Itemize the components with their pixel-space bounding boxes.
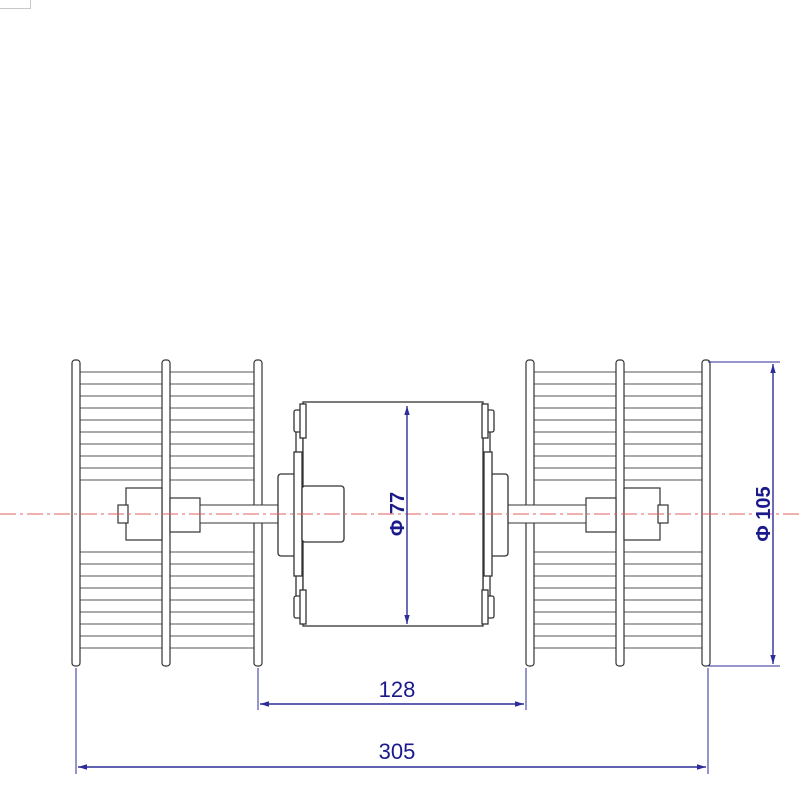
overall-length-label: 305 (379, 739, 416, 764)
left-fan-collar (169, 497, 201, 533)
left-fan-blades (80, 371, 254, 649)
inner-span-dimension: 128 (257, 668, 527, 710)
overall-length-dimension: 305 (75, 668, 709, 774)
right-fan-collar (585, 497, 617, 533)
right-fan-mid-ring (615, 359, 625, 667)
left-fan-mid-ring (161, 359, 171, 667)
left-fan-outer-ring (71, 359, 81, 667)
right-fan-outer-ring (701, 359, 711, 667)
wheel-diameter-label: Φ 105 (753, 486, 775, 541)
motor-diameter-dimension: Φ 77 (387, 406, 410, 624)
tie-rod-bottom-right (481, 589, 489, 625)
tie-rod-bottom-left (299, 589, 307, 625)
inner-span-label: 128 (379, 677, 416, 702)
tie-rod-top-left (299, 403, 307, 439)
wheel-diameter-dimension: Φ 105 (708, 361, 780, 667)
motor-bolts (293, 403, 495, 625)
corner-mark (0, 0, 31, 9)
motor-diameter-label: Φ 77 (387, 492, 409, 536)
right-fan-blades (534, 371, 702, 649)
tie-rod-top-right (481, 403, 489, 439)
